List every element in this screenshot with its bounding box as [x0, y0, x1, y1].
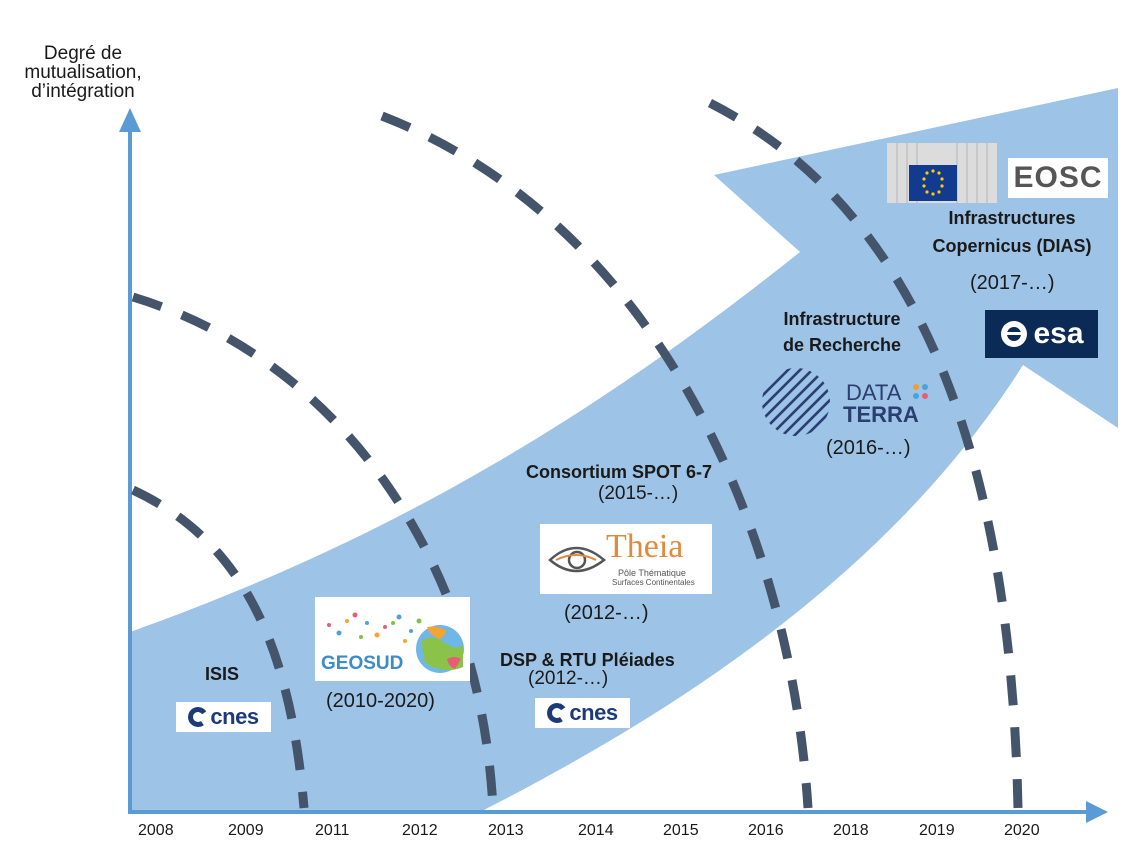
year-label: 2019	[919, 822, 955, 839]
theia-eye-icon	[548, 546, 606, 573]
copernicus-title: Infrastructures Copernicus (DIAS)	[918, 204, 1106, 260]
y-axis-title-line-1: Degré de	[43, 43, 123, 64]
data-terra-line-1: DATA	[846, 380, 902, 405]
arc-3	[380, 111, 813, 809]
pleiades-period: (2012-…)	[528, 668, 609, 689]
year-label: 2011	[315, 822, 350, 839]
pleiades-title: DSP & RTU Pléiades	[500, 650, 675, 670]
year-label: 2012	[402, 822, 438, 839]
eu-building-icon	[887, 143, 997, 203]
geosud-period: (2010-2020)	[326, 690, 435, 712]
geosud-dots-icon	[327, 612, 464, 673]
cnes-swirl-icon	[545, 701, 570, 725]
arc-4	[707, 98, 1023, 809]
cnes-logo-pleiades: cnes	[535, 698, 630, 728]
period-arcs	[131, 98, 1023, 809]
esa-logo-text: esa	[1033, 317, 1084, 350]
data-terra-line-2: TERRA	[843, 402, 919, 427]
eosc-logo-text: EOSC	[1013, 161, 1103, 194]
year-label: 2014	[578, 822, 614, 839]
eu-commission-logo	[887, 143, 997, 203]
arc-1	[131, 485, 309, 809]
eosc-logo: EOSC	[1008, 158, 1108, 198]
year-label: 2016	[748, 822, 784, 839]
y-axis-title-line-2: mutualisation,	[24, 62, 142, 83]
cnes-logo-text: cnes	[569, 700, 618, 725]
spot-title: Consortium SPOT 6-7	[526, 462, 713, 482]
theia-logo: Theia Pôle Thématique Surfaces Continent…	[540, 524, 712, 594]
geosud-logo: GEOSUD	[315, 597, 470, 681]
recherche-title-line-1: Infrastructure	[783, 309, 901, 329]
y-axis-title: Degré de mutualisation, d’intégration	[8, 44, 158, 101]
recherche-title-line-2: de Recherche	[782, 335, 902, 355]
year-label: 2008	[138, 822, 174, 839]
year-label: 2013	[488, 822, 524, 839]
cnes-logo-text: cnes	[210, 704, 259, 729]
cnes-swirl-icon	[186, 705, 211, 729]
copernicus-title-line-2: Copernicus (DIAS)	[932, 236, 1092, 256]
esa-circle-icon	[1001, 321, 1028, 347]
axes	[128, 128, 1092, 814]
year-label: 2009	[228, 822, 264, 839]
year-label: 2018	[833, 822, 869, 839]
year-label: 2020	[1004, 822, 1040, 839]
copernicus-title-line-1: Infrastructures	[948, 208, 1076, 228]
recherche-title: Infrastructure de Recherche	[770, 306, 914, 358]
isis-title: ISIS	[205, 664, 240, 684]
theia-logo-sub2: Surfaces Continentales	[612, 578, 695, 587]
data-terra-dots-icon	[913, 384, 928, 399]
recherche-period: (2016-…)	[826, 437, 911, 459]
year-label: 2015	[663, 822, 699, 839]
esa-logo: esa	[985, 310, 1098, 358]
spot-period: (2015-…)	[598, 483, 679, 504]
theia-logo-sub1: Pôle Thématique	[618, 568, 686, 578]
theia-period: (2012-…)	[564, 602, 649, 624]
y-axis-title-line-3: d’intégration	[31, 81, 135, 102]
y-axis-arrowhead	[119, 108, 141, 132]
copernicus-period: (2017-…)	[970, 272, 1055, 294]
arc-2	[131, 292, 498, 809]
cnes-logo-isis: cnes	[176, 702, 271, 732]
geosud-logo-text: GEOSUD	[321, 653, 404, 674]
x-axis-arrowhead	[1086, 801, 1108, 823]
data-terra-globe-icon	[762, 368, 830, 436]
theia-logo-text: Theia	[606, 528, 684, 565]
